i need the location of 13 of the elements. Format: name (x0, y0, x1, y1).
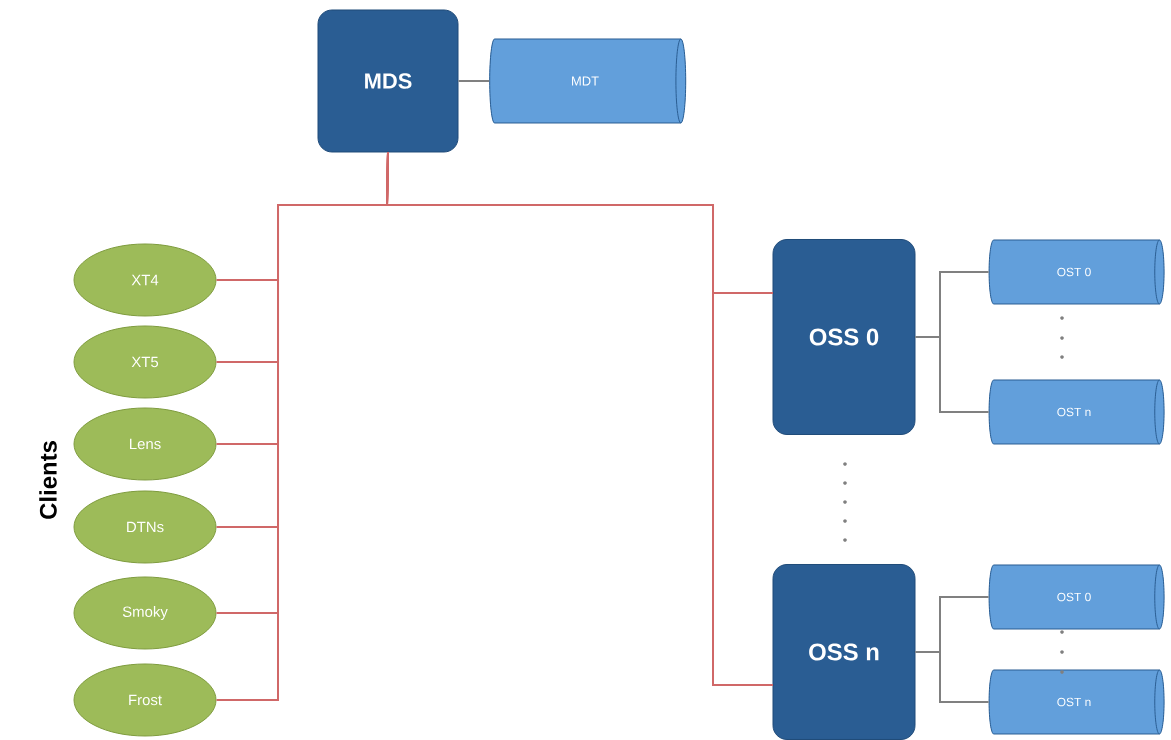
connector-line (457, 80, 491, 82)
side-label: Clients (39, 441, 57, 519)
connector-line (386, 151, 774, 686)
storage-cylinder: OST 0 (988, 564, 1165, 630)
server-box: MDS (317, 9, 459, 153)
storage-cylinder: OST n (988, 669, 1165, 735)
server-box: OSS 0 (772, 239, 916, 435)
storage-cylinder: OST 0 (988, 239, 1165, 305)
connector-line (914, 336, 990, 413)
connector-line (914, 651, 990, 703)
storage-cylinder: MDT (489, 38, 687, 124)
server-box: OSS n (772, 564, 916, 740)
storage-cylinder: OST n (988, 379, 1165, 445)
